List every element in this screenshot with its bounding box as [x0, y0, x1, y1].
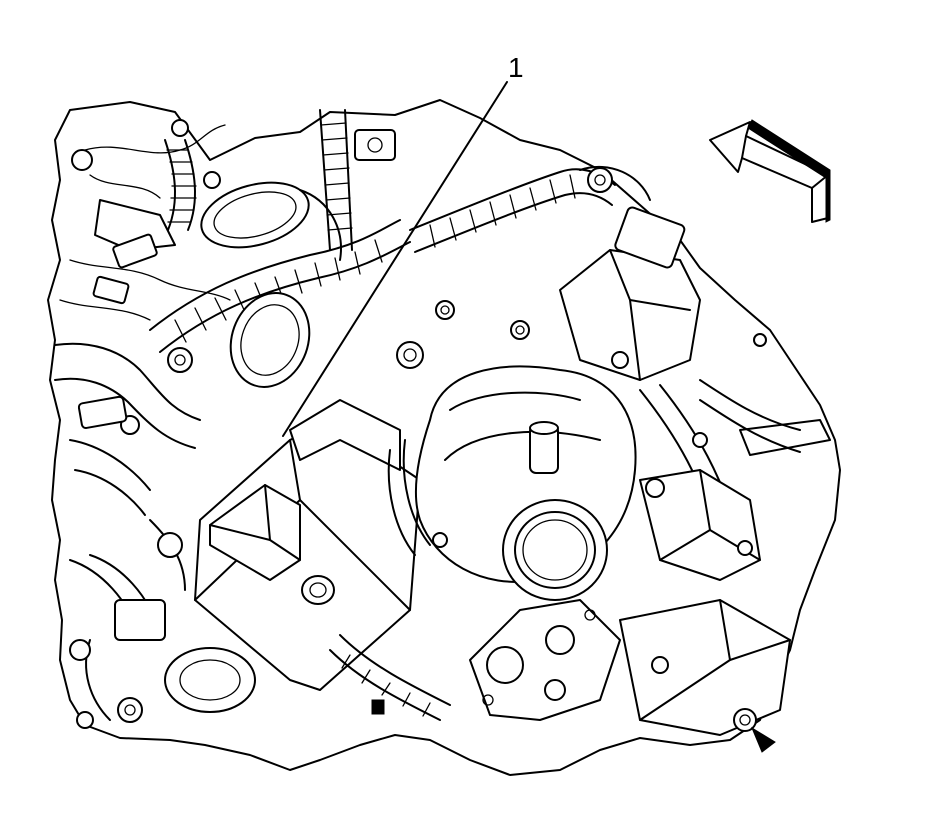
turbo-flange [469, 599, 621, 721]
callout-leader-line [282, 81, 508, 437]
engine-outline [47, 99, 841, 776]
direction-arrow-icon [709, 119, 831, 223]
callout-number-1: 1 [508, 52, 524, 83]
